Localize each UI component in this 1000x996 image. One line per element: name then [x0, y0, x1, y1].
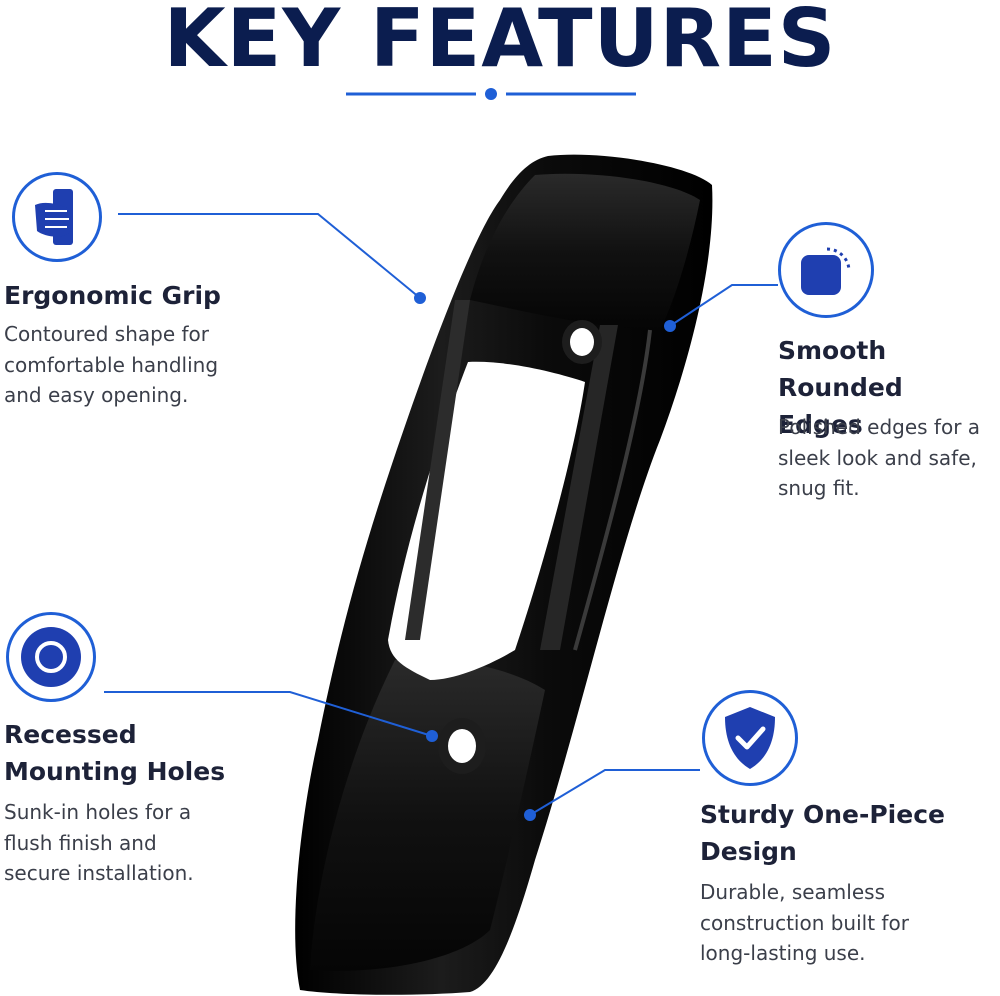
- feature-description: Durable, seamless construction built for…: [700, 880, 909, 965]
- title-divider: [346, 88, 636, 100]
- rounded-corner-icon: [778, 222, 874, 318]
- feature-description: Contoured shape for comfortable handling…: [4, 322, 219, 407]
- feature-title: Ergonomic Grip: [4, 281, 221, 310]
- shield-check-icon: [702, 690, 798, 786]
- page-title: KEY FEATURES: [163, 0, 837, 85]
- feature-title: Recessed Mounting Holes: [4, 720, 226, 786]
- mounting-hole-icon: [6, 612, 96, 702]
- hand-grip-icon: [12, 172, 102, 262]
- feature-description: Polished edges for a sleek look and safe…: [778, 415, 981, 500]
- feature-description: Sunk-in holes for a flush finish and sec…: [4, 800, 194, 885]
- feature-title: Sturdy One-Piece Design: [700, 800, 945, 866]
- feature-title: Smooth Rounded Edges: [778, 336, 903, 439]
